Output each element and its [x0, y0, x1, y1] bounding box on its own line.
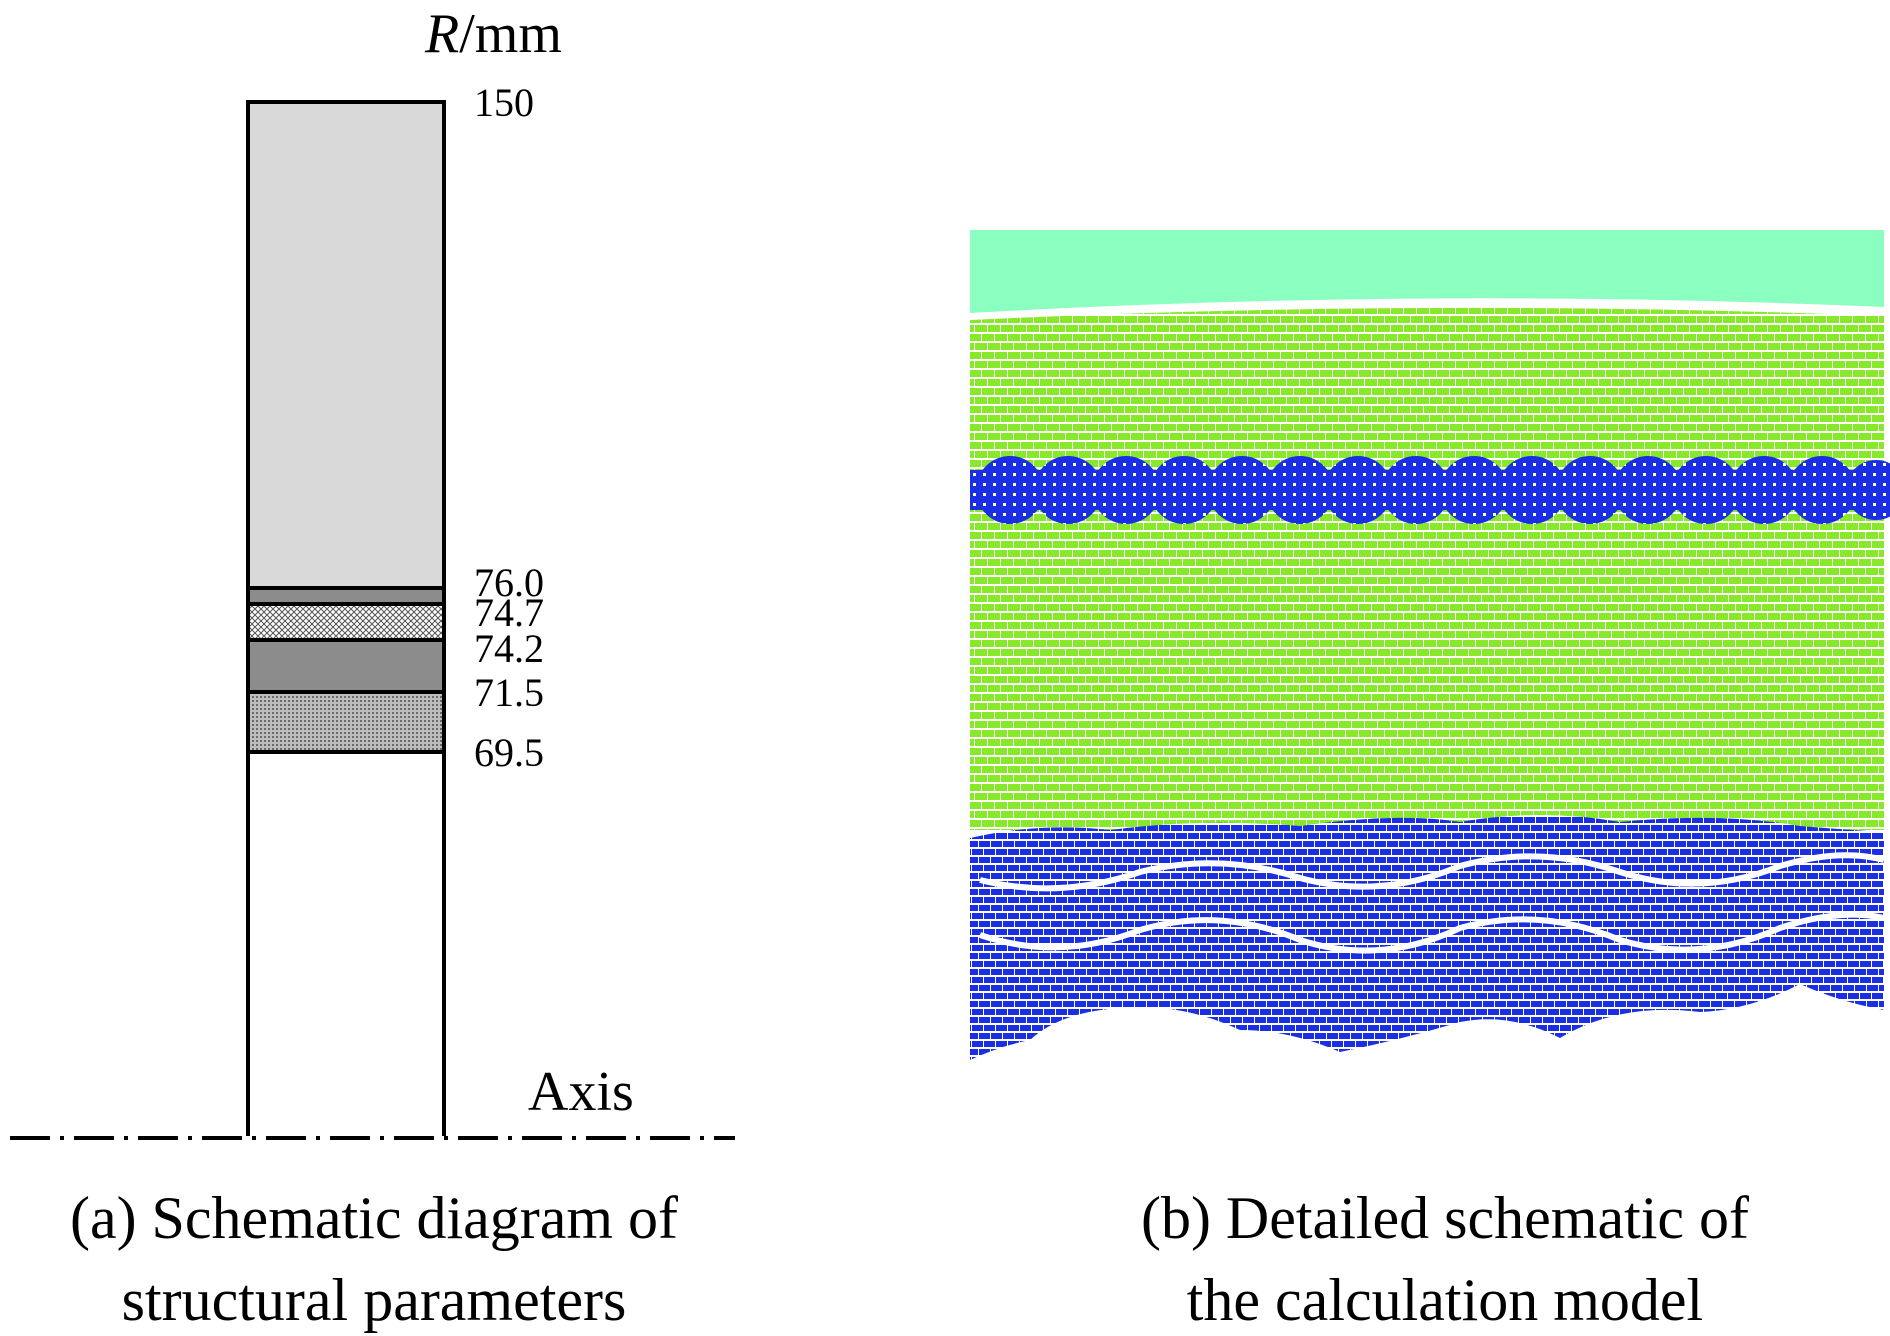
panel-b: (b) Detailed schematic of the calculatio…	[969, 230, 1890, 1333]
radius-label-76-0: 76.0	[474, 560, 544, 605]
band-76-747	[248, 588, 444, 604]
radius-unit-label: R/mm	[424, 3, 562, 65]
top-layer-gap	[969, 298, 1885, 323]
green-layer-upper	[970, 307, 1884, 458]
outer-layer	[248, 102, 444, 588]
green-layer-lower	[970, 526, 1884, 830]
radius-label-71-5: 71.5	[474, 670, 544, 715]
axis-label: Axis	[528, 1061, 634, 1123]
inner-bore	[248, 752, 444, 1134]
caption-b-line1: (b) Detailed schematic of	[1141, 1185, 1749, 1251]
radius-symbol: R	[424, 3, 459, 65]
caption-a-line1: (a) Schematic diagram of	[70, 1185, 678, 1251]
band-747-742	[248, 604, 444, 640]
caption-a-line2: structural parameters	[122, 1267, 627, 1333]
blue-layer-gaps	[979, 852, 1885, 954]
radius-label-150: 150	[474, 80, 534, 125]
panel-a: R/mm 150 76.0 74.7 74.2 71.5 69.5 Axis	[10, 3, 735, 1333]
caption-b-line2: the calculation model	[1187, 1267, 1703, 1333]
blue-layer	[970, 815, 1884, 1060]
radius-label-69-5: 69.5	[474, 730, 544, 775]
column-outline	[246, 100, 446, 1136]
blue-rosettes	[970, 456, 1890, 524]
band-715-695	[248, 692, 444, 752]
radius-label-74-2: 74.2	[474, 626, 544, 671]
band-742-715	[248, 640, 444, 692]
radius-label-74-7: 74.7	[474, 590, 544, 635]
radius-unit: /mm	[459, 3, 562, 65]
